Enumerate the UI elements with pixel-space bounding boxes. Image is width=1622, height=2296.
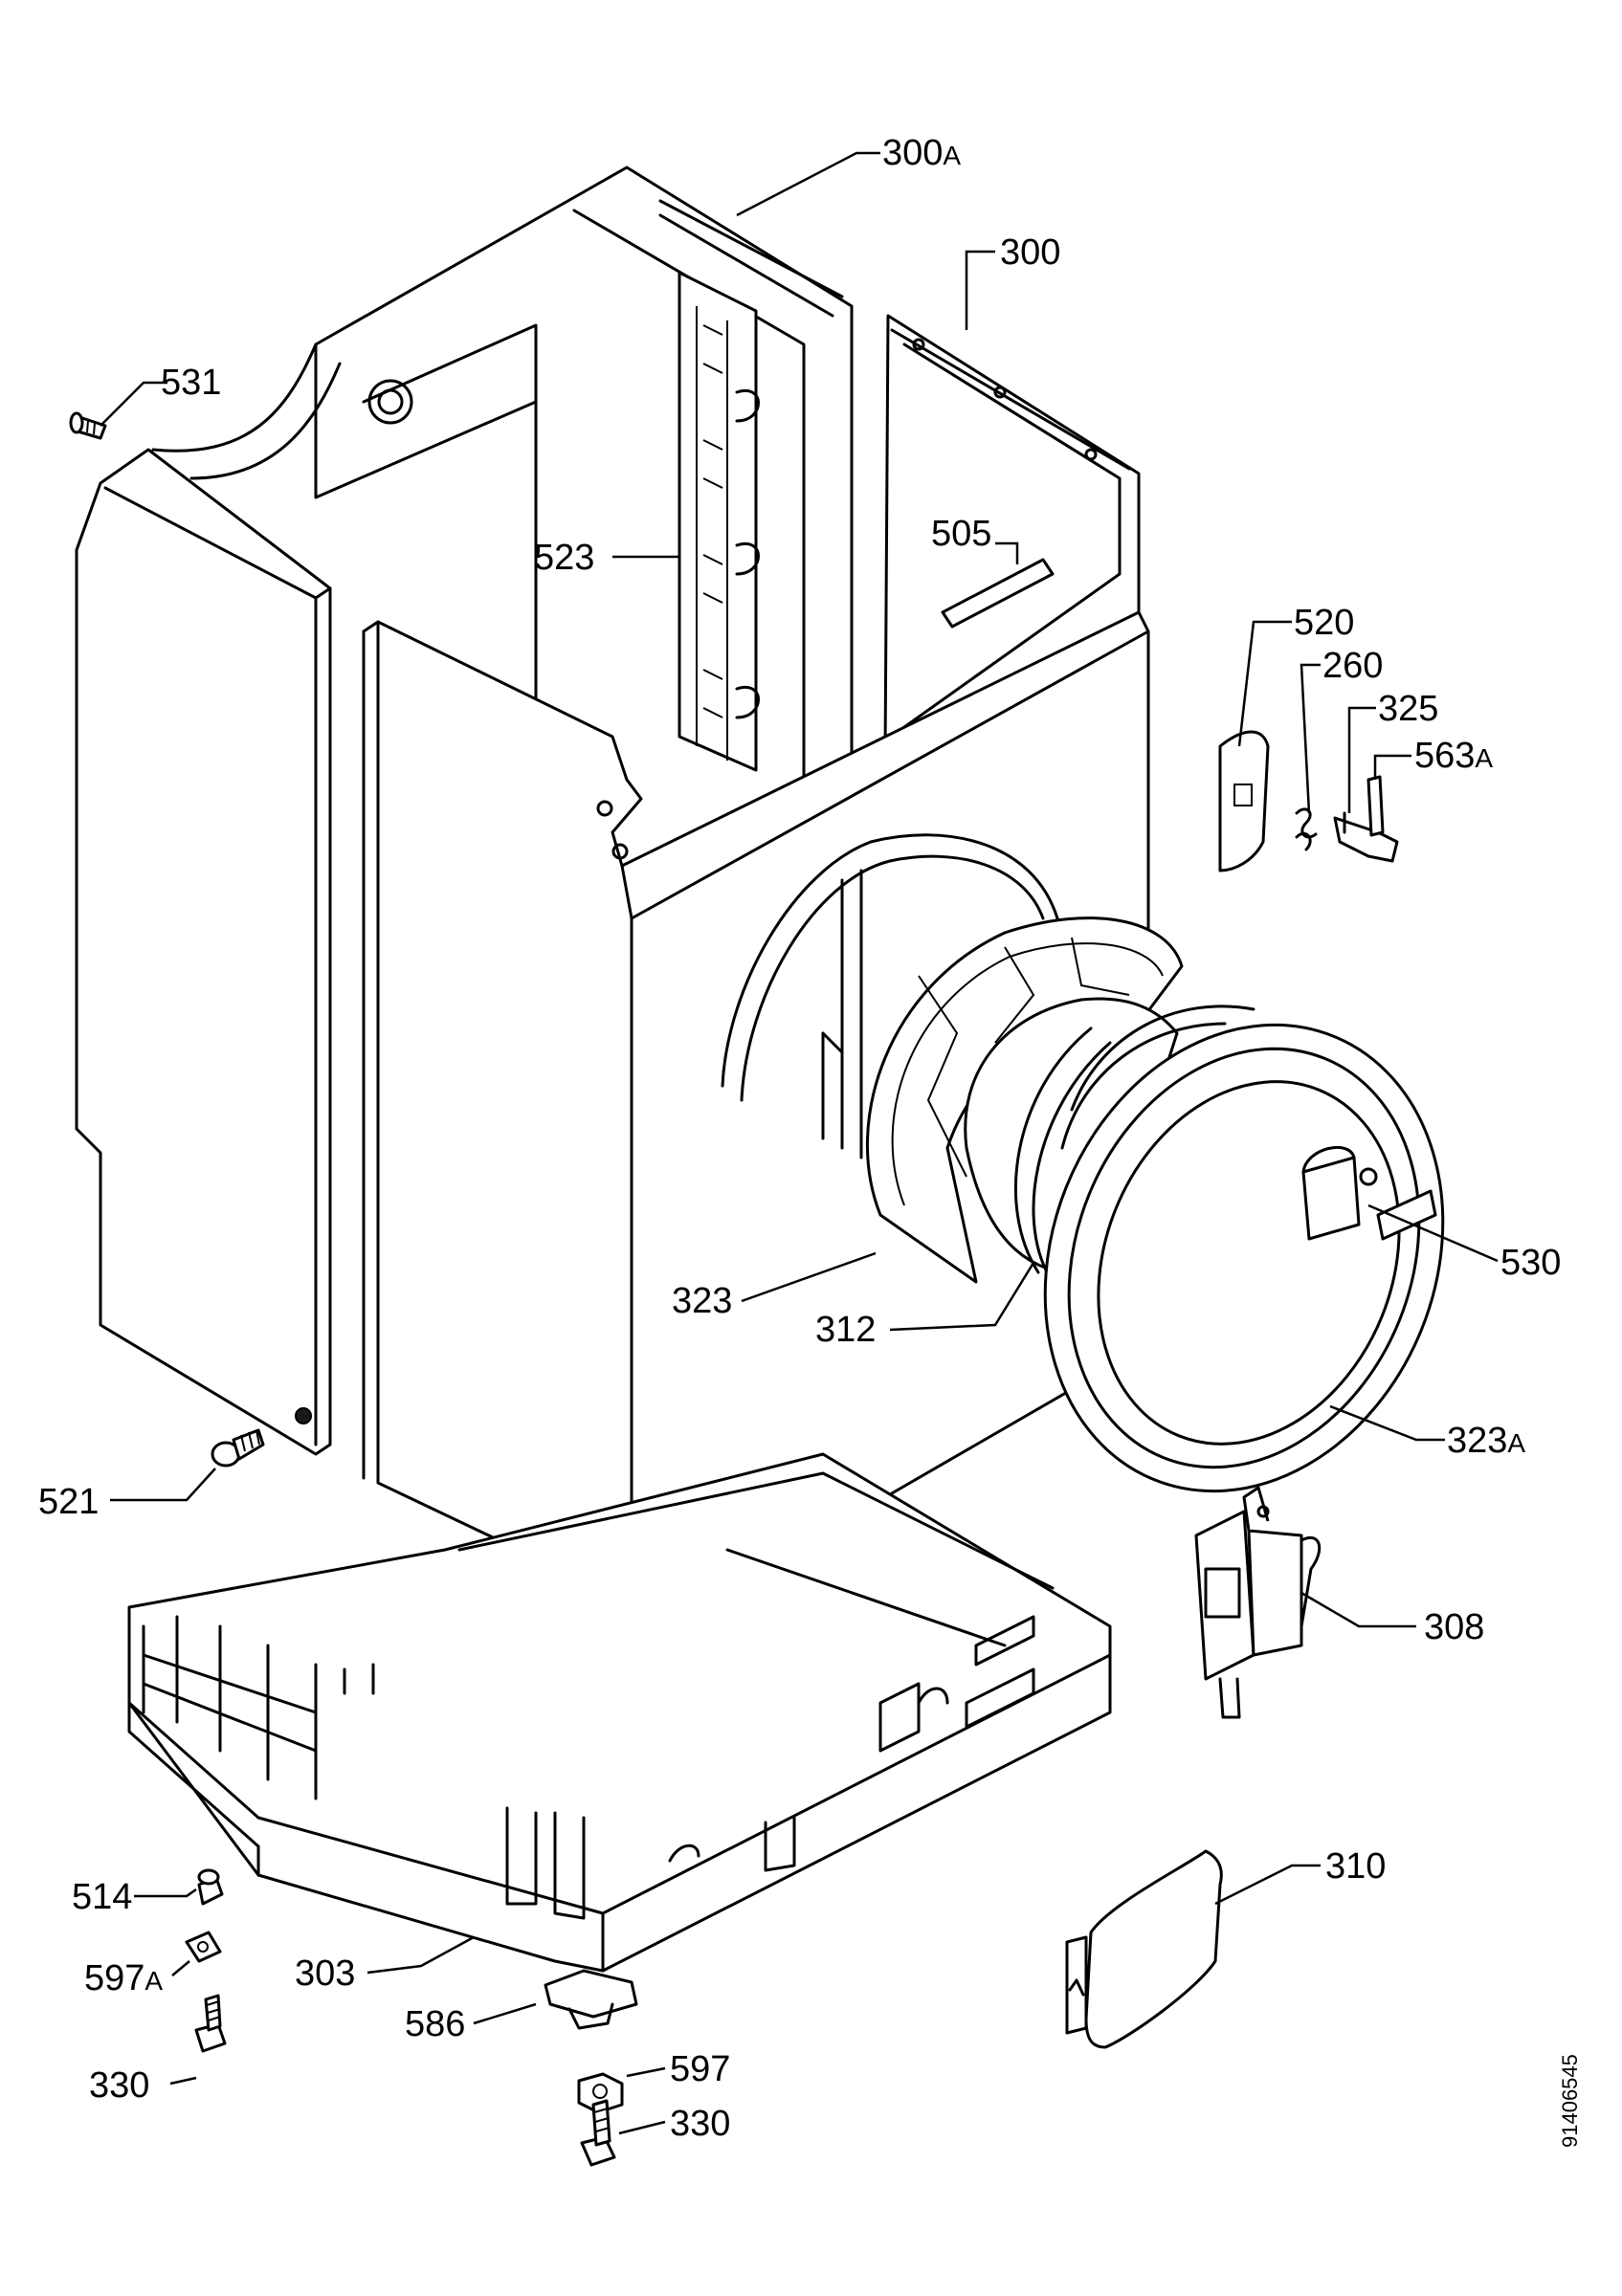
- door-323a: [1043, 1004, 1445, 1493]
- label-number: 505: [931, 514, 991, 554]
- leader-lines: [100, 151, 1499, 2135]
- base-frame-303: [127, 1452, 1112, 1973]
- label-303: 303: [295, 1954, 355, 1994]
- label-suffix: A: [1507, 1428, 1525, 1458]
- label-530: 530: [1500, 1243, 1561, 1283]
- label-number: 310: [1325, 1846, 1386, 1887]
- label-597a: 597A: [84, 1958, 163, 1998]
- label-325: 325: [1378, 689, 1438, 729]
- label-number: 531: [161, 363, 221, 403]
- label-number: 325: [1378, 689, 1438, 729]
- latch-plate-520: [1218, 730, 1270, 872]
- label-number: 530: [1500, 1243, 1561, 1283]
- label-number: 300: [1000, 232, 1060, 273]
- label-number: 323: [672, 1281, 732, 1321]
- label-310: 310: [1325, 1846, 1386, 1887]
- rod-505: [941, 558, 1055, 629]
- label-260: 260: [1322, 646, 1383, 686]
- plug-514: [197, 1868, 224, 1906]
- label-number: 312: [815, 1310, 876, 1350]
- screw-521: [211, 1428, 265, 1468]
- label-300a: 300A: [882, 133, 961, 173]
- label-suffix: A: [943, 141, 961, 170]
- foot-screw-330-right: [580, 2099, 616, 2167]
- label-323: 323: [672, 1281, 732, 1321]
- label-531: 531: [161, 363, 221, 403]
- foot-586: [544, 1969, 638, 2030]
- screw-531: [69, 411, 107, 440]
- label-number: 300: [882, 133, 943, 173]
- label-number: 308: [1424, 1607, 1484, 1647]
- door-handle-530: [1301, 1145, 1437, 1241]
- label-514: 514: [72, 1877, 132, 1917]
- document-number: 91406545: [1558, 2054, 1582, 2148]
- label-number: 563: [1414, 736, 1475, 776]
- foot-screw-330-left: [194, 1994, 227, 2053]
- service-flap-310: [1065, 1849, 1223, 2049]
- label-number: 597: [670, 2049, 730, 2089]
- label-number: 520: [1294, 603, 1354, 643]
- front-panel: [362, 610, 1150, 1623]
- label-number: 586: [405, 2004, 465, 2044]
- label-312: 312: [815, 1310, 876, 1350]
- label-number: 323: [1447, 1421, 1507, 1461]
- label-suffix: A: [1475, 743, 1493, 773]
- label-586: 586: [405, 2004, 465, 2044]
- door-boot-312: [964, 997, 1179, 1284]
- label-suffix: A: [144, 1966, 163, 1996]
- part-labels: 300A 300 531 523 505 520 260 325 563A 53…: [38, 133, 1561, 2144]
- label-number: 260: [1322, 646, 1383, 686]
- label-308: 308: [1424, 1607, 1484, 1647]
- spring-260: [1295, 807, 1318, 851]
- label-number: 330: [89, 2065, 149, 2106]
- label-597: 597: [670, 2049, 730, 2089]
- label-330-left: 330: [89, 2065, 149, 2106]
- label-330-right: 330: [670, 2104, 730, 2144]
- label-523: 523: [534, 538, 594, 578]
- label-563a: 563A: [1414, 736, 1493, 776]
- label-number: 330: [670, 2104, 730, 2144]
- nut-597: [577, 2072, 624, 2114]
- hinge-308: [1194, 1486, 1322, 1719]
- label-300: 300: [1000, 232, 1060, 273]
- label-number: 514: [72, 1877, 132, 1917]
- label-505: 505: [931, 514, 991, 554]
- label-number: 523: [534, 538, 594, 578]
- label-number: 521: [38, 1482, 99, 1522]
- pin-563a: [1366, 775, 1385, 837]
- left-side-panel: [75, 448, 332, 1456]
- nut-597a: [185, 1931, 222, 1963]
- label-521: 521: [38, 1482, 99, 1522]
- bracket-523: [678, 271, 760, 772]
- label-520: 520: [1294, 603, 1354, 643]
- latch-lever-325: [1333, 811, 1399, 863]
- label-number: 597: [84, 1958, 144, 1998]
- label-number: 303: [295, 1954, 355, 1994]
- label-323a: 323A: [1447, 1421, 1525, 1461]
